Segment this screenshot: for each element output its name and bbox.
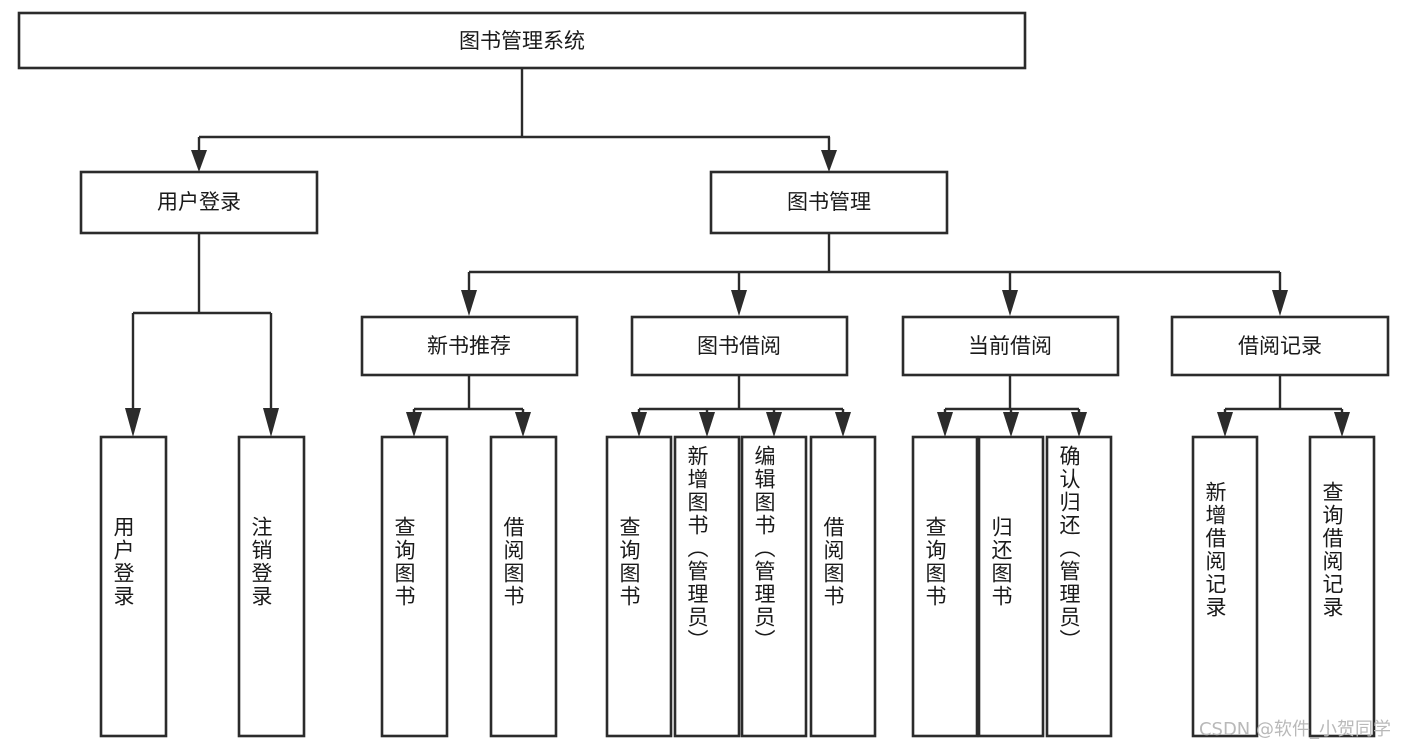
node-borrow-record-box[interactable] (1170, 315, 1390, 377)
arrow-leaf-query-book-1-icon (406, 412, 422, 437)
node-book-borrow[interactable]: 图书借阅 (630, 315, 849, 377)
node-user-login-box[interactable] (79, 170, 319, 235)
arrow-leaf-query-book-3-icon (937, 412, 953, 437)
leaf-boxes-group (99, 435, 1376, 738)
csdn-watermark: CSDN @软件_小贺同学 (1198, 719, 1391, 740)
arrow-to-borrow-record-icon (1272, 290, 1288, 316)
leaf-return-book-box[interactable] (977, 435, 1045, 738)
node-current-borrow[interactable]: 当前借阅 (901, 315, 1120, 377)
arrow-leaf-edit-book-icon (766, 412, 782, 437)
leaf-query-record-box[interactable] (1308, 435, 1376, 738)
node-book-borrow-label: 图书借阅 (697, 334, 781, 358)
leaf-user-logout-label: 注销登录 (249, 516, 273, 608)
leaf-query-record-label: 查询借阅记录 (1320, 481, 1344, 619)
leaf-add-record-label: 新增借阅记录 (1203, 481, 1227, 619)
arrow-leaf-user-login-icon (125, 408, 141, 437)
arrow-to-new-book-icon (461, 290, 477, 316)
arrow-to-book-borrow-icon (731, 290, 747, 316)
leaf-return-book-label: 归还图书 (989, 516, 1013, 608)
node-user-login[interactable]: 用户登录 (79, 170, 319, 235)
leaf-confirm-return-label: 确认归还（管理员） (1057, 445, 1081, 652)
arrow-leaf-query-book-2-icon (631, 412, 647, 437)
arrow-leaf-confirm-return-icon (1071, 412, 1087, 437)
node-book-manage-box[interactable] (709, 170, 949, 235)
leaf-confirm-return-box[interactable] (1045, 435, 1113, 738)
arrow-leaf-user-logout-icon (263, 408, 279, 437)
arrow-leaf-return-book-icon (1003, 412, 1019, 437)
leaf-edit-book-label: 编辑图书（管理员） (752, 445, 776, 652)
node-new-book-recommend[interactable]: 新书推荐 (360, 315, 579, 377)
arrow-leaf-add-record-icon (1217, 412, 1233, 437)
node-new-book-recommend-label: 新书推荐 (427, 334, 511, 358)
leaf-query-book-1-label: 查询图书 (392, 516, 416, 608)
leaf-query-book-2-label: 查询图书 (617, 516, 641, 608)
leaf-user-logout-box[interactable] (237, 435, 306, 738)
connectors-group (125, 68, 1350, 437)
node-current-borrow-label: 当前借阅 (968, 334, 1052, 358)
leaf-borrow-book-2-box[interactable] (809, 435, 877, 738)
leaf-borrow-book-1-box[interactable] (489, 435, 558, 738)
leaf-add-record-box[interactable] (1191, 435, 1259, 738)
node-root[interactable]: 图书管理系统 (17, 11, 1027, 70)
node-current-borrow-box[interactable] (901, 315, 1120, 377)
leaf-query-book-2-box[interactable] (605, 435, 673, 738)
leaf-add-book-label: 新增图书（管理员） (685, 445, 709, 652)
leaf-add-book-box[interactable] (673, 435, 741, 738)
leaf-user-login-box[interactable] (99, 435, 168, 738)
leaf-user-login-label: 用户登录 (111, 516, 135, 608)
node-borrow-record[interactable]: 借阅记录 (1170, 315, 1390, 377)
arrow-leaf-add-book-icon (699, 412, 715, 437)
arrow-to-current-borrow-icon (1002, 290, 1018, 316)
node-root-box[interactable] (17, 11, 1027, 70)
node-book-manage[interactable]: 图书管理 (709, 170, 949, 235)
leaf-borrow-book-2-label: 借阅图书 (821, 516, 845, 608)
node-borrow-record-label: 借阅记录 (1238, 334, 1322, 358)
node-root-label: 图书管理系统 (459, 29, 585, 53)
node-new-book-recommend-box[interactable] (360, 315, 579, 377)
node-book-manage-label: 图书管理 (787, 190, 871, 214)
leaf-query-book-3-box[interactable] (911, 435, 979, 738)
arrow-leaf-borrow-book-2-icon (835, 412, 851, 437)
leaf-query-book-1-box[interactable] (380, 435, 449, 738)
leaf-edit-book-box[interactable] (740, 435, 808, 738)
arrow-to-book-manage-icon (821, 150, 837, 172)
arrow-to-user-login-icon (191, 150, 207, 172)
node-user-login-label: 用户登录 (157, 190, 241, 214)
arrow-leaf-borrow-book-1-icon (515, 412, 531, 437)
arrow-leaf-query-record-icon (1334, 412, 1350, 437)
leaf-query-book-3-label: 查询图书 (923, 516, 947, 608)
leaf-borrow-book-1-label: 借阅图书 (501, 516, 525, 608)
node-book-borrow-box[interactable] (630, 315, 849, 377)
